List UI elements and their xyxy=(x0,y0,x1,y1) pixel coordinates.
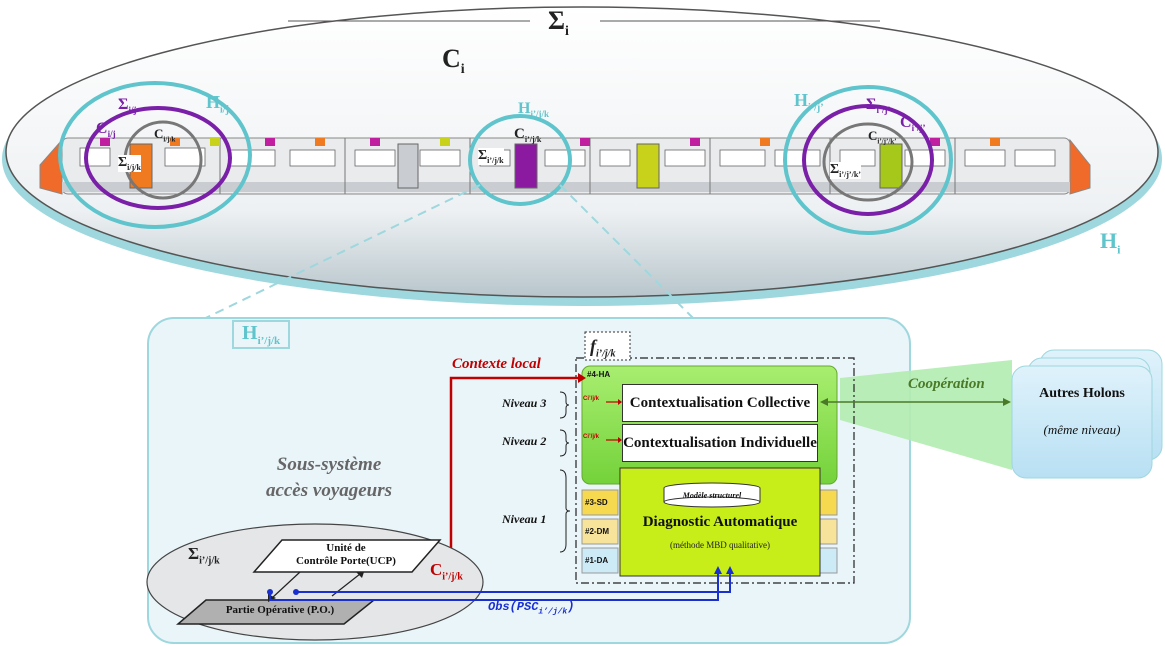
outer-sigma-label: Σi xyxy=(548,6,569,40)
ctx-individuelle-box: Contextualisation Individuelle xyxy=(622,424,818,462)
right-sigma-label: Σi’/j’ xyxy=(866,96,891,116)
modele-structurel-label: Modèle structurel xyxy=(682,491,742,500)
right-c-inner-label: Ci’/j’/k’ xyxy=(868,128,897,146)
niveau-3-label: Niveau 3 xyxy=(502,396,547,410)
obs-label: Obs(PSCi’/j/k) xyxy=(488,600,575,617)
left-c-label: Ci/j xyxy=(96,120,116,140)
niveau-2-label: Niveau 2 xyxy=(502,434,547,448)
detail-h-label: Hi’/j/k xyxy=(232,320,291,349)
ctx-collective-box: Contextualisation Collective xyxy=(622,384,818,422)
mid-h-label: Hi’/j/k xyxy=(518,100,549,120)
cooperation-label: Coopération xyxy=(908,376,985,392)
c-small-2: Ci’/j/k xyxy=(583,434,600,440)
left-sigma-inner-label: Σi/j/k xyxy=(118,155,141,172)
c-source-label: Ci’/j/k xyxy=(430,560,463,583)
c-small-3: Ci’/j/k xyxy=(583,396,600,402)
diagnostic-sub-label: (méthode MBD qualitative) xyxy=(670,540,770,550)
f-label: fi’/j/k xyxy=(590,336,616,360)
po-label: Partie Opérative (P.O.) xyxy=(225,604,335,616)
left-sigma-label: Σi/j xyxy=(118,96,137,116)
subsystem-title: Sous-système accès voyageurs xyxy=(265,454,393,501)
niveau-1-label: Niveau 1 xyxy=(502,512,547,526)
autres-holons-subtitle: (même niveau) xyxy=(1043,422,1121,437)
tag-da: #1-DA xyxy=(585,556,609,565)
mid-sigma-label: Σi’/j/k xyxy=(478,148,504,165)
outer-c-label: Ci xyxy=(442,44,465,78)
right-h-label: Hi’/j’ xyxy=(794,90,824,114)
contexte-local-label: Contexte local xyxy=(452,356,541,372)
autres-holons-title: Autres Holons xyxy=(1039,386,1125,401)
tag-ha: #4-HA xyxy=(587,369,611,379)
left-h-label: Hi/j xyxy=(206,92,229,116)
tag-sd: #3-SD xyxy=(585,498,608,507)
left-c-inner-label: Ci/j/k xyxy=(154,126,176,144)
tag-dm: #2-DM xyxy=(585,527,610,536)
diagnostic-label: Diagnostic Automatique xyxy=(642,514,798,530)
right-c-label: Ci’/j’ xyxy=(900,114,926,134)
right-sigma-inner-label: Σi’/j’/k’ xyxy=(830,162,861,179)
bottom-sigma-label: Σi’/j/k xyxy=(188,544,220,567)
outer-h-label: Hi xyxy=(1100,228,1121,257)
ucp-label: Unité de Contrôle Porte(UCP) xyxy=(296,542,396,567)
mid-c-label: Ci’/j/k xyxy=(514,126,542,144)
